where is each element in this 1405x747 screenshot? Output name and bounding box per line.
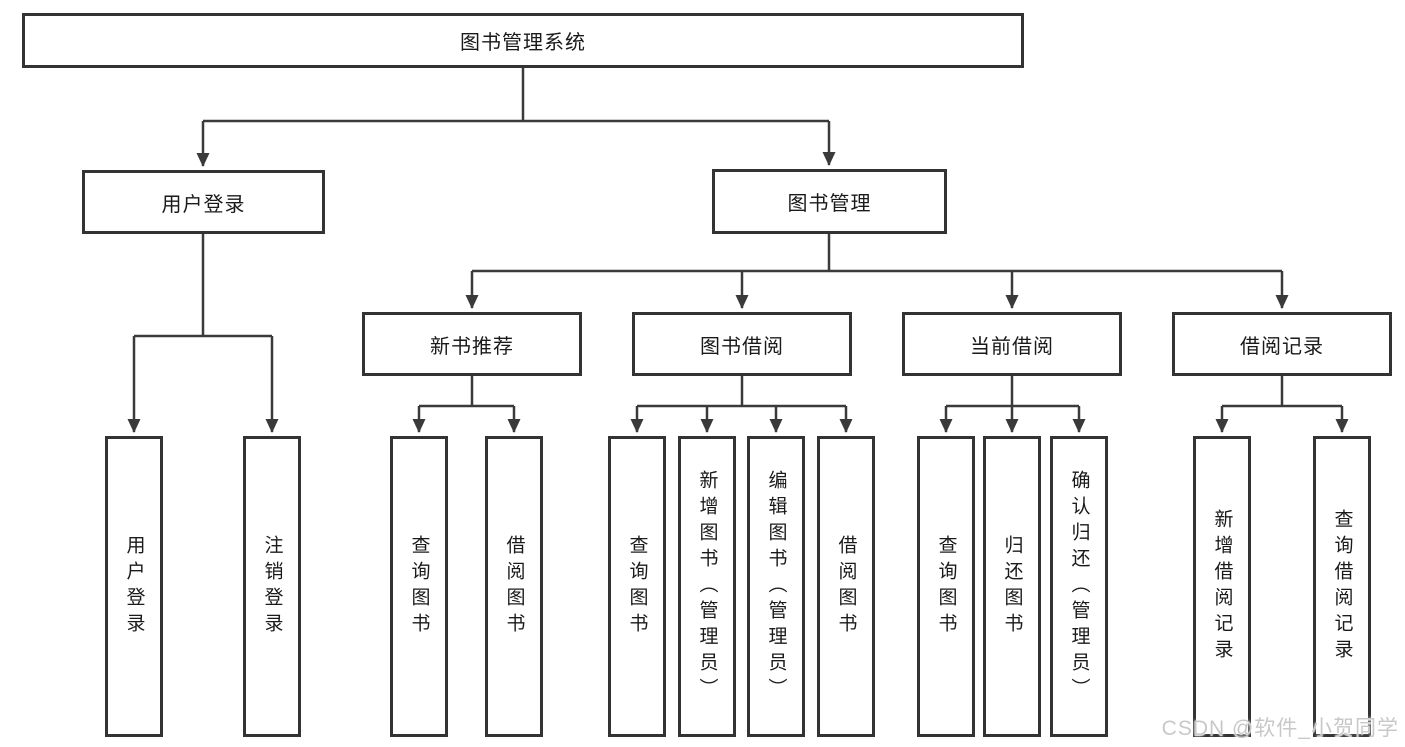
node-label: 图书管理 — [787, 193, 872, 215]
node-label: 借阅图书 — [835, 534, 857, 639]
node-label: 借阅图书 — [503, 534, 525, 639]
node-leaf-add-borrow-record: 新增借阅记录 — [1193, 436, 1251, 737]
node-label: 用户登录 — [161, 193, 246, 216]
node-label: 用户登录 — [123, 534, 145, 639]
node-leaf-logout: 注销登录 — [243, 436, 301, 737]
node-label: 借阅记录 — [1240, 335, 1324, 358]
node-leaf-borrow-books-1: 借阅图书 — [485, 436, 543, 737]
node-leaf-borrow-books-2: 借阅图书 — [817, 436, 875, 737]
node-leaf-confirm-return-admin: 确认归还（管理员） — [1050, 436, 1108, 737]
node-label: 新增图书（管理员） — [696, 469, 718, 704]
node-label: 图书借阅 — [700, 335, 784, 358]
node-leaf-query-books-3: 查询图书 — [917, 436, 975, 737]
node-leaf-return-books: 归还图书 — [983, 436, 1041, 737]
node-leaf-add-book-admin: 新增图书（管理员） — [678, 436, 736, 737]
node-leaf-user-login: 用户登录 — [105, 436, 163, 737]
node-label: 查询图书 — [935, 534, 957, 639]
node-leaf-query-books-1: 查询图书 — [390, 436, 448, 737]
node-label: 查询借阅记录 — [1331, 508, 1353, 665]
node-label: 图书管理系统 — [460, 32, 586, 54]
node-label: 编辑图书（管理员） — [765, 469, 787, 704]
node-label: 查询图书 — [408, 534, 430, 639]
node-user-login-branch: 用户登录 — [82, 170, 325, 234]
node-group-book-borrow: 图书借阅 — [632, 312, 852, 376]
node-label: 查询图书 — [626, 534, 648, 639]
node-leaf-query-borrow-record: 查询借阅记录 — [1313, 436, 1371, 737]
node-group-new-book-recommend: 新书推荐 — [362, 312, 582, 376]
node-leaf-edit-book-admin: 编辑图书（管理员） — [747, 436, 805, 737]
node-group-borrow-records: 借阅记录 — [1172, 312, 1392, 376]
node-label: 当前借阅 — [970, 335, 1054, 358]
node-group-current-borrow: 当前借阅 — [902, 312, 1122, 376]
csdn-watermark: CSDN @软件_小贺同学 — [1161, 717, 1399, 740]
connector-shafts — [134, 68, 1342, 408]
node-label: 注销登录 — [261, 534, 283, 639]
node-label: 归还图书 — [1001, 534, 1023, 639]
node-label: 新书推荐 — [430, 335, 514, 358]
node-root-system: 图书管理系统 — [22, 13, 1024, 68]
node-leaf-query-books-2: 查询图书 — [608, 436, 666, 737]
node-book-management-branch: 图书管理 — [712, 169, 947, 234]
node-label: 新增借阅记录 — [1211, 508, 1233, 665]
node-label: 确认归还（管理员） — [1068, 469, 1090, 704]
